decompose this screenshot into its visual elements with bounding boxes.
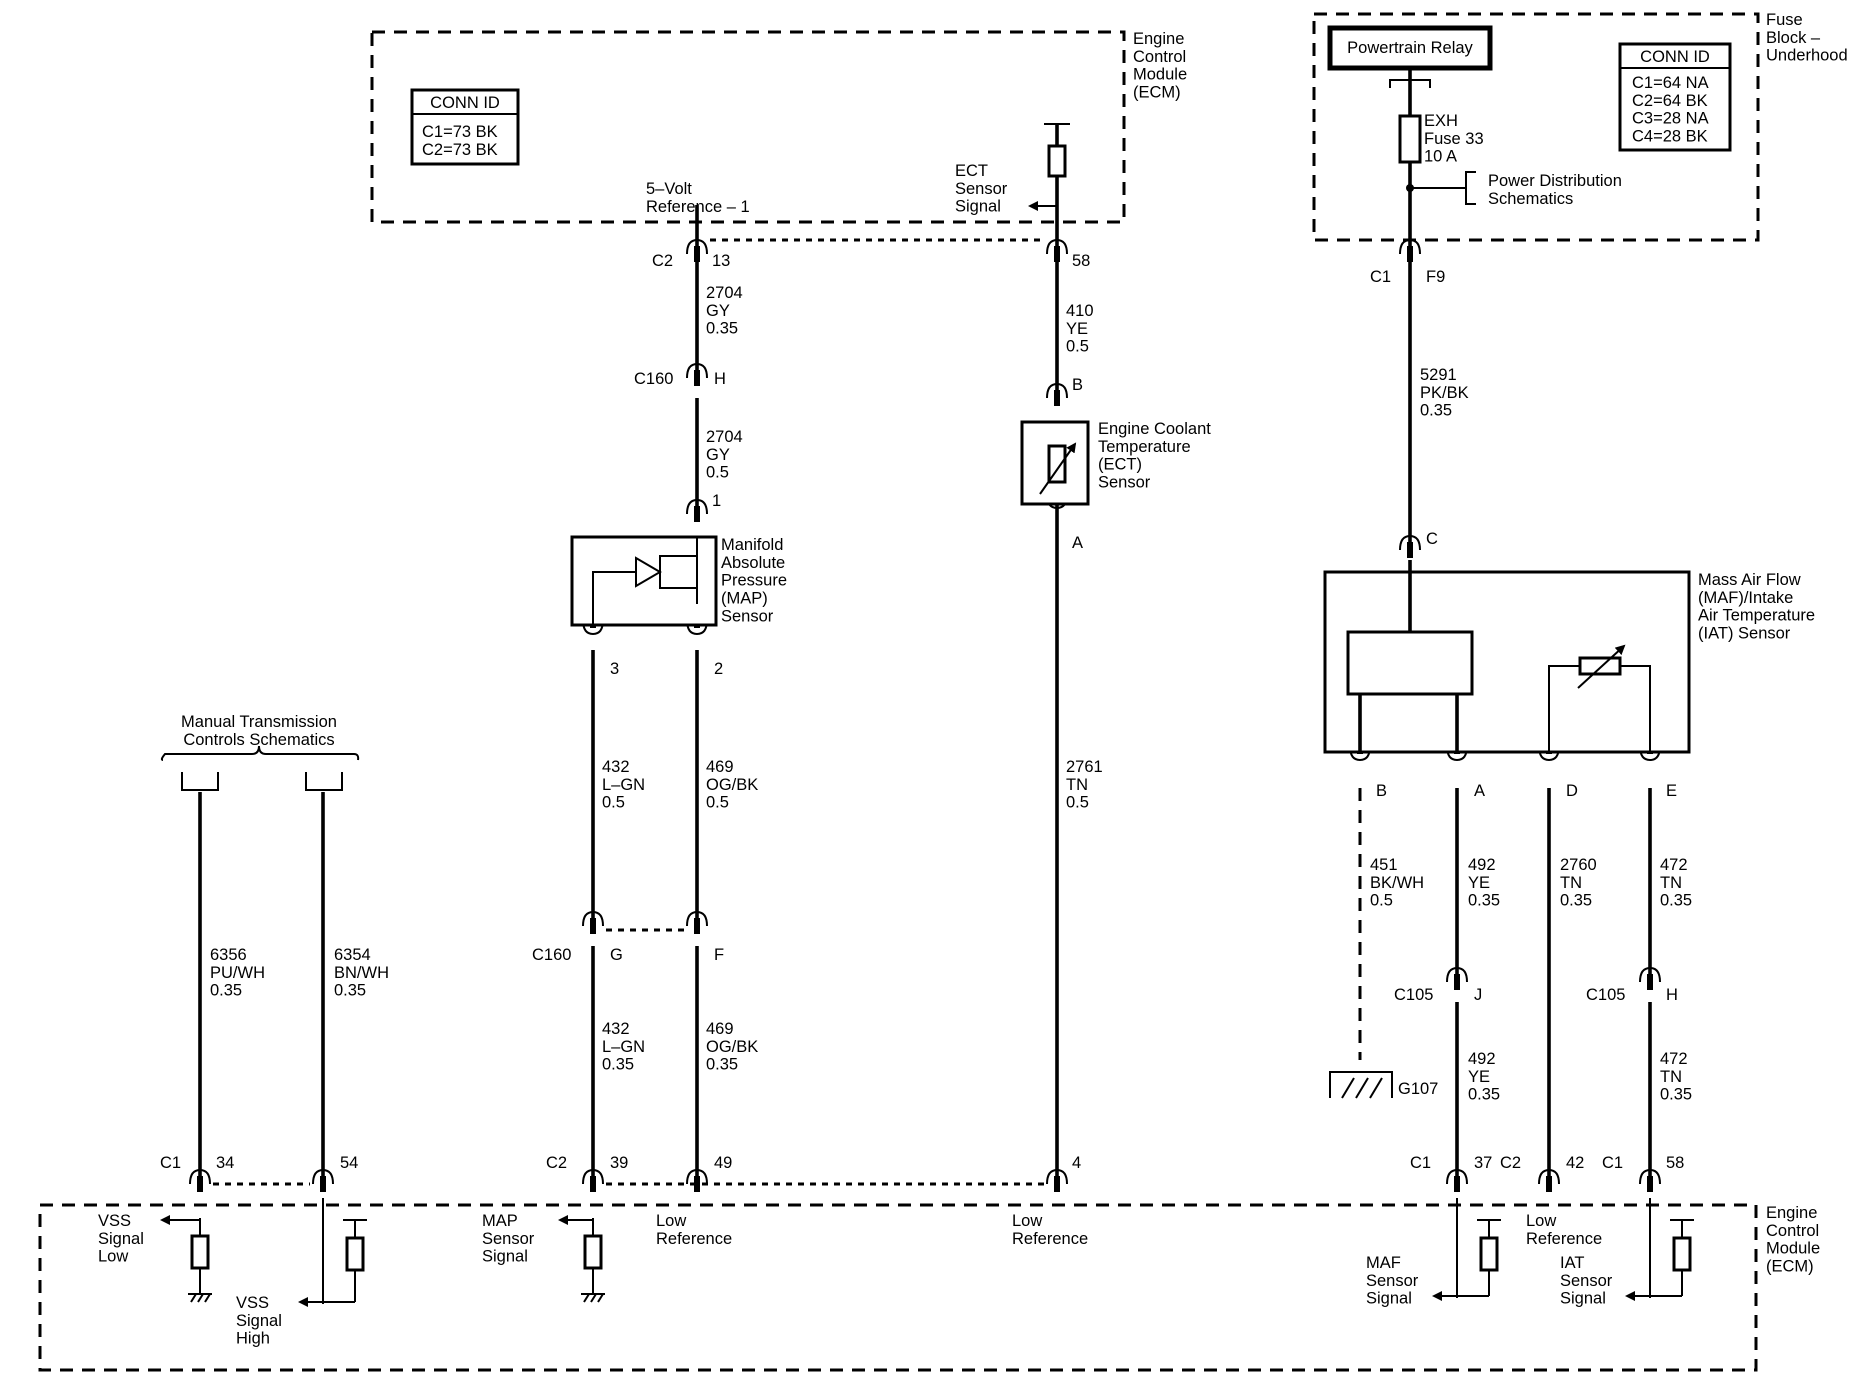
pin-c1-fuse: C1 bbox=[1370, 268, 1391, 286]
pin-13: 13 bbox=[712, 252, 730, 270]
pin-1: 1 bbox=[712, 492, 721, 510]
pin-h: H bbox=[714, 370, 726, 388]
exh-fuse-33 bbox=[1398, 114, 1422, 164]
pin-a-maf: A bbox=[1474, 782, 1485, 800]
pin-3: 3 bbox=[610, 660, 619, 678]
ect-pullup-resistor bbox=[1047, 144, 1067, 178]
pin-j: J bbox=[1474, 986, 1482, 1004]
pin-g107: G107 bbox=[1398, 1080, 1438, 1098]
pin-c2-top: C2 bbox=[652, 252, 673, 270]
pin-b-ect: B bbox=[1072, 376, 1083, 394]
pin-c-maf: C bbox=[1426, 530, 1438, 548]
pin-c1-58: C1 bbox=[1602, 1154, 1623, 1172]
pin-d-maf: D bbox=[1566, 782, 1578, 800]
maf-element bbox=[1346, 630, 1474, 696]
ect-sensor-box bbox=[1020, 420, 1090, 506]
map-ground-icon bbox=[581, 1293, 605, 1303]
pin-42: 42 bbox=[1566, 1154, 1584, 1172]
fuse-conn-id-title: CONN ID bbox=[1640, 48, 1710, 66]
pin-e-maf: E bbox=[1666, 782, 1677, 800]
pin-g: G bbox=[610, 946, 623, 964]
pin-a-ect: A bbox=[1072, 534, 1083, 552]
ecm-conn-id-box bbox=[410, 88, 520, 166]
pin-54: 54 bbox=[340, 1154, 358, 1172]
pin-2: 2 bbox=[714, 660, 723, 678]
fuse-conn-id-box bbox=[1618, 42, 1732, 152]
pin-c2-42: C2 bbox=[1500, 1154, 1521, 1172]
pin-c1-37: C1 bbox=[1410, 1154, 1431, 1172]
ecm-conn-id-title: CONN ID bbox=[430, 94, 500, 112]
pin-c2-39: C2 bbox=[546, 1154, 567, 1172]
pin-c160-top: C160 bbox=[634, 370, 673, 388]
pin-39: 39 bbox=[610, 1154, 628, 1172]
pin-f9: F9 bbox=[1426, 268, 1445, 286]
pin-58-bottom: 58 bbox=[1666, 1154, 1684, 1172]
pin-58-top: 58 bbox=[1072, 252, 1090, 270]
fuse-block-outline bbox=[1312, 12, 1760, 242]
pin-f: F bbox=[714, 946, 724, 964]
g107-ground-icon bbox=[1329, 1071, 1393, 1099]
pin-4: 4 bbox=[1072, 1154, 1081, 1172]
ecm-bottom-outline bbox=[38, 1203, 1758, 1372]
pin-c160-bottom: C160 bbox=[532, 946, 571, 964]
pin-34: 34 bbox=[216, 1154, 234, 1172]
pin-49: 49 bbox=[714, 1154, 732, 1172]
powertrain-relay-label: Powertrain Relay bbox=[1347, 39, 1473, 57]
powertrain-relay-box bbox=[1327, 25, 1493, 71]
pin-h2: H bbox=[1666, 986, 1678, 1004]
pin-c105-h: C105 bbox=[1586, 986, 1625, 1004]
vss-low-ground-icon bbox=[188, 1293, 212, 1303]
connector-cavity bbox=[1399, 238, 1421, 262]
ecm-top-outline bbox=[370, 30, 1126, 224]
pin-c1-34: C1 bbox=[160, 1154, 181, 1172]
pin-b-maf: B bbox=[1376, 782, 1387, 800]
pin-c105-j: C105 bbox=[1394, 986, 1433, 1004]
pin-37: 37 bbox=[1474, 1154, 1492, 1172]
